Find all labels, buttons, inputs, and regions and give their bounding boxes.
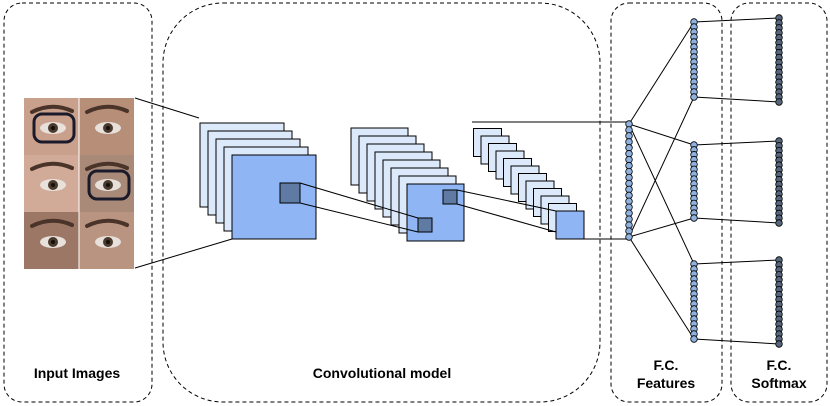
feature-map-layer [555,210,585,240]
eyebrow [85,104,129,114]
input-image-eye-glasses-purple [24,98,79,155]
feature-map-layer [231,154,317,240]
input-images-label: Input Images [34,365,121,381]
glasses-frame [87,169,131,201]
fc-softmax-panel [730,2,828,403]
softmax-node [775,98,783,106]
fc-features-label-line2: Features [637,375,696,391]
eyebrow [85,161,129,171]
input-to-conv-top [134,97,200,119]
fc-features-panel [610,2,723,403]
eyebrow [30,218,74,228]
features-to-group1-top [628,21,695,125]
input-image-eye-glasses-black [79,155,134,212]
group-feature-node [690,214,698,222]
eyebrow [30,161,74,171]
fc-features-column [625,120,633,241]
eyebrow [30,104,74,114]
convolutional-model-label: Convolutional model [313,365,451,381]
fc-softmax-columns [690,14,783,348]
kernel1-projection-bottom [299,202,419,233]
eye-pupil [106,183,110,187]
conv-block-2 [350,127,465,242]
kernel-window [442,189,458,205]
group1-link-top [693,17,780,23]
fc-softmax-label-line2: Softmax [751,375,806,391]
input-image-eye-plain-2 [24,155,79,212]
group3-link-bottom [693,338,780,345]
group-feature-node [690,93,698,101]
eye-pupil [51,240,55,244]
group1-link-bottom [693,96,780,103]
conv-block-1 [199,122,317,240]
softmax-group-2 [690,137,783,227]
group3-link-top [693,259,780,265]
feature-node [625,233,633,241]
features-to-group1-bottom [628,96,695,238]
softmax-group-3 [690,256,783,348]
kernel2-projection-bottom [456,203,557,233]
softmax-node [775,340,783,348]
input-image-grid [24,98,134,269]
softmax-group-1 [690,14,783,106]
fc-softmax-label-line1: F.C. [767,357,792,373]
features-to-group3-bottom [628,236,695,340]
input-image-eye-plain-3 [24,212,79,269]
eye-pupil [51,126,55,130]
input-images-panel [3,2,153,403]
input-to-conv-bottom [134,238,233,269]
kernel-window [279,182,301,204]
group2-link-bottom [693,217,780,224]
kernel1-target-patch [417,217,433,233]
group2-link-top [693,140,780,146]
connection-lines [134,17,780,345]
kernel2-projection-top [456,189,557,212]
conv-block-3 [473,128,585,240]
convolutional-stack [199,122,585,242]
input-image-eye-plain-1 [79,98,134,155]
glasses-frame [32,112,76,144]
input-image-eye-plain-4 [79,212,134,269]
features-to-group2-bottom [628,217,695,238]
eye-pupil [106,126,110,130]
eyebrow [85,218,129,228]
features-to-group2-top [628,123,695,146]
fc-features-label-line1: F.C. [654,357,679,373]
features-to-group3-top [628,123,695,265]
softmax-node [775,219,783,227]
eye-pupil [51,183,55,187]
group-feature-node [690,335,698,343]
kernel1-projection-top [299,182,419,219]
eye-pupil [106,240,110,244]
